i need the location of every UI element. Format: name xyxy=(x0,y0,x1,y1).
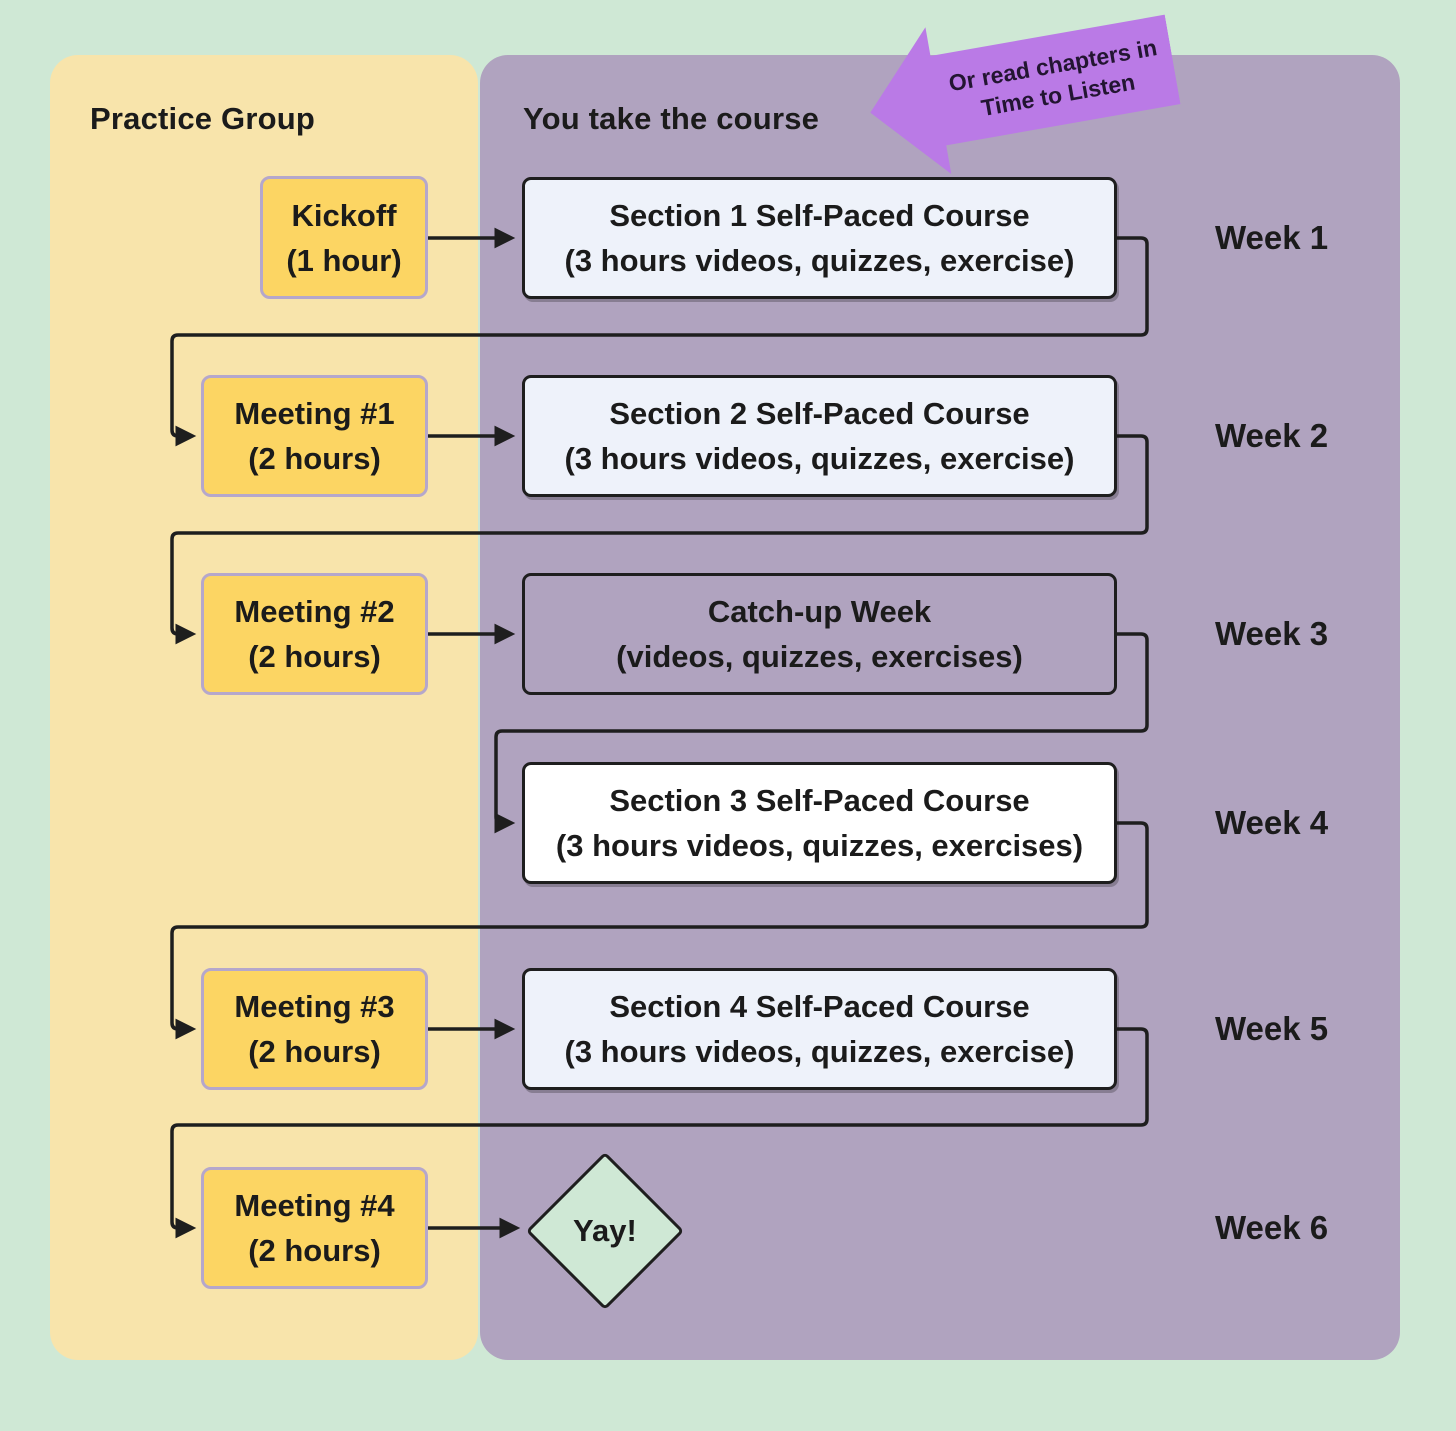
node-section-2-subtitle: (3 hours videos, quizzes, exercise) xyxy=(564,441,1075,476)
connector-catchup-to-section3 xyxy=(494,632,1149,834)
node-section-2-title: Section 2 Self-Paced Course xyxy=(609,396,1030,431)
node-section-1-title: Section 1 Self-Paced Course xyxy=(609,198,1030,233)
node-kickoff-title: Kickoff xyxy=(291,197,397,233)
node-section-1: Section 1 Self-Paced Course (3 hours vid… xyxy=(522,177,1117,299)
node-section-2: Section 2 Self-Paced Course (3 hours vid… xyxy=(522,375,1117,497)
node-meeting-3: Meeting #3 (2 hours) xyxy=(201,968,428,1090)
node-meeting-3-subtitle: (2 hours) xyxy=(248,1034,381,1069)
node-meeting-1: Meeting #1 (2 hours) xyxy=(201,375,428,497)
node-meeting-1-title: Meeting #1 xyxy=(234,396,395,431)
node-section-3-subtitle: (3 hours videos, quizzes, exercises) xyxy=(555,828,1084,863)
node-section-4-subtitle: (3 hours videos, quizzes, exercise) xyxy=(564,1034,1075,1069)
node-section-3-title: Section 3 Self-Paced Course xyxy=(609,783,1030,818)
connector-section1-to-meeting1 xyxy=(170,236,1149,447)
node-meeting-4-subtitle: (2 hours) xyxy=(248,1233,381,1268)
week-label-1: Week 1 xyxy=(1215,219,1329,256)
node-kickoff: Kickoff (1 hour) xyxy=(260,176,428,299)
node-meeting-4-title: Meeting #4 xyxy=(234,1188,395,1223)
practice-group-header: Practice Group xyxy=(90,101,316,136)
node-meeting-2-subtitle: (2 hours) xyxy=(248,639,381,674)
connector-section3-to-meeting3 xyxy=(170,821,1149,1040)
week-label-4: Week 4 xyxy=(1215,804,1329,841)
node-catchup-week: Catch-up Week (videos, quizzes, exercise… xyxy=(522,573,1117,695)
week-label-5: Week 5 xyxy=(1215,1010,1329,1047)
node-meeting-2-title: Meeting #2 xyxy=(234,594,395,629)
course-header: You take the course xyxy=(523,101,820,136)
node-meeting-2: Meeting #2 (2 hours) xyxy=(201,573,428,695)
week-label-3: Week 3 xyxy=(1215,615,1329,652)
node-section-1-subtitle: (3 hours videos, quizzes, exercise) xyxy=(564,243,1075,278)
node-section-4-title: Section 4 Self-Paced Course xyxy=(609,989,1030,1024)
connector-section2-to-meeting2 xyxy=(170,434,1149,645)
node-yay-label: Yay! xyxy=(573,1213,637,1248)
node-meeting-1-subtitle: (2 hours) xyxy=(248,441,381,476)
node-meeting-3-title: Meeting #3 xyxy=(234,989,395,1024)
node-section-4: Section 4 Self-Paced Course (3 hours vid… xyxy=(522,968,1117,1090)
node-section-3: Section 3 Self-Paced Course (3 hours vid… xyxy=(522,762,1117,884)
node-catchup-week-title: Catch-up Week xyxy=(707,594,932,629)
week-label-2: Week 2 xyxy=(1215,417,1329,454)
week-label-6: Week 6 xyxy=(1215,1209,1329,1246)
node-meeting-4: Meeting #4 (2 hours) xyxy=(201,1167,428,1289)
node-kickoff-subtitle: (1 hour) xyxy=(286,242,402,278)
node-catchup-week-subtitle: (videos, quizzes, exercises) xyxy=(616,639,1023,674)
connector-section4-to-meeting4 xyxy=(170,1027,1149,1239)
